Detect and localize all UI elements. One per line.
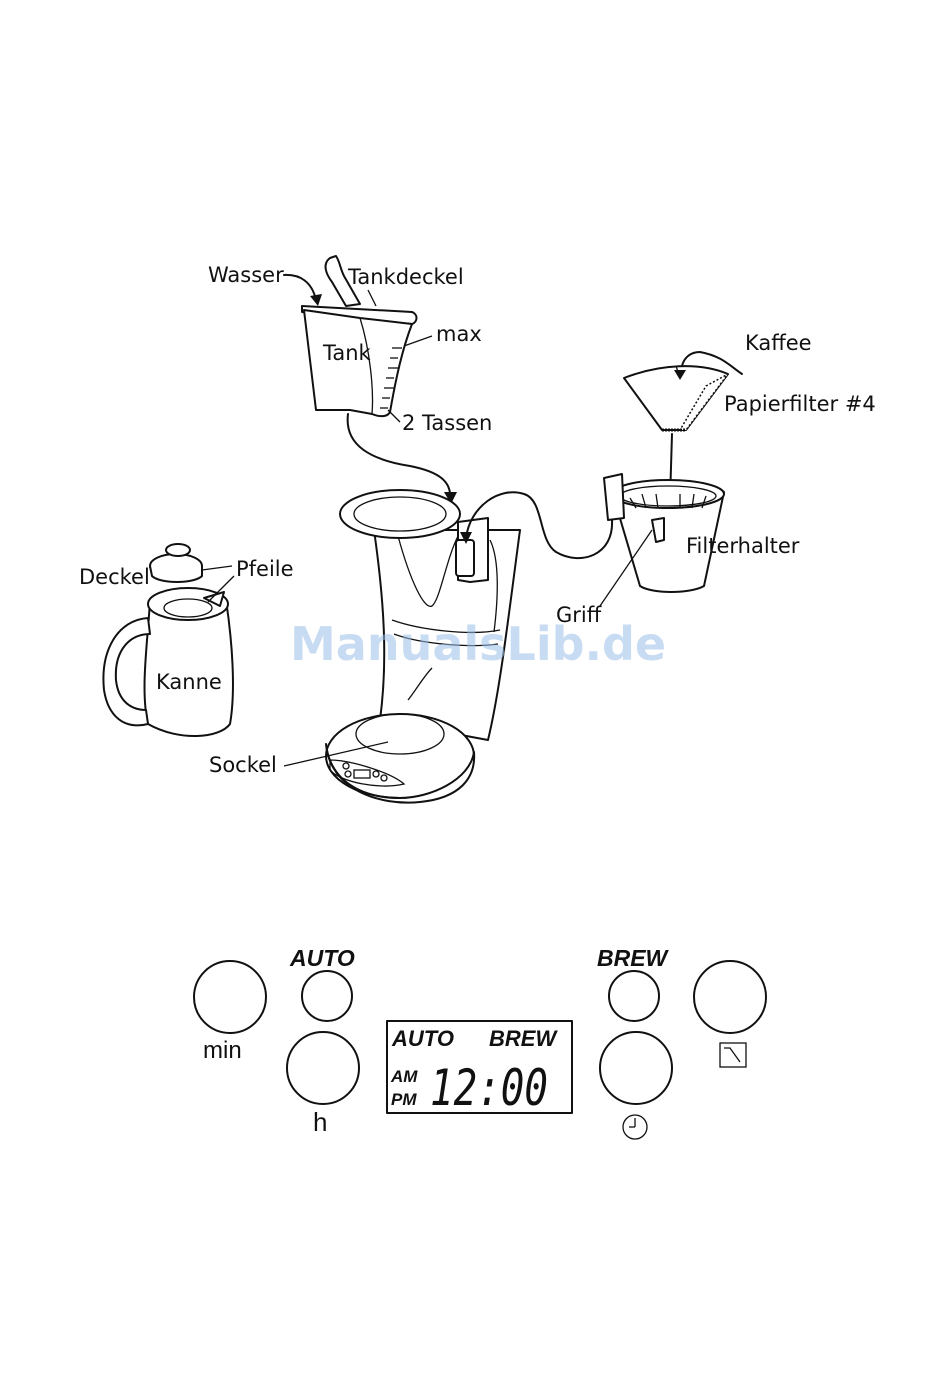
label-kaffee: Kaffee xyxy=(745,331,812,355)
lcd-auto: AUTO xyxy=(391,1026,454,1051)
lcd-brew: BREW xyxy=(489,1026,558,1051)
label-deckel: Deckel xyxy=(79,565,150,589)
clock-icon xyxy=(623,1115,647,1139)
min-button[interactable] xyxy=(194,961,266,1033)
lcd-am: AM xyxy=(390,1067,418,1086)
leader-tankdeckel xyxy=(368,290,376,306)
hotplate-icon xyxy=(720,1043,746,1067)
label-max: max xyxy=(436,322,482,346)
label-kanne: Kanne xyxy=(156,670,222,694)
lcd-pm: PM xyxy=(391,1090,417,1109)
brew-label: BREW xyxy=(597,945,670,971)
hotplate-button[interactable] xyxy=(694,961,766,1033)
leader-pfeile-lid xyxy=(202,566,232,570)
label-tank: Tank xyxy=(322,341,372,365)
label-papierfilter: Papierfilter #4 xyxy=(724,392,876,416)
brew-button[interactable] xyxy=(609,971,659,1021)
h-label: h xyxy=(313,1107,327,1137)
label-2-tassen: 2 Tassen xyxy=(402,411,492,435)
leader-2-tassen xyxy=(388,410,400,422)
label-sockel: Sockel xyxy=(209,753,277,777)
arrow-wasser xyxy=(310,294,322,306)
auto-button[interactable] xyxy=(302,971,352,1021)
label-filterhalter: Filterhalter xyxy=(686,534,800,558)
label-tankdeckel: Tankdeckel xyxy=(347,265,464,289)
paper-filter xyxy=(624,366,728,430)
clock-button[interactable] xyxy=(600,1032,672,1104)
auto-label: AUTO xyxy=(289,945,355,971)
watermark: ManualsLib.de xyxy=(290,617,666,671)
min-label: min xyxy=(203,1037,242,1064)
label-pfeile: Pfeile xyxy=(236,557,294,581)
lcd-time: 12:00 xyxy=(430,1059,548,1117)
control-panel: AUTO BREW min h AUTO BREW AM PM 12:00 xyxy=(194,945,766,1139)
label-wasser: Wasser xyxy=(208,263,284,287)
hour-button[interactable] xyxy=(287,1032,359,1104)
